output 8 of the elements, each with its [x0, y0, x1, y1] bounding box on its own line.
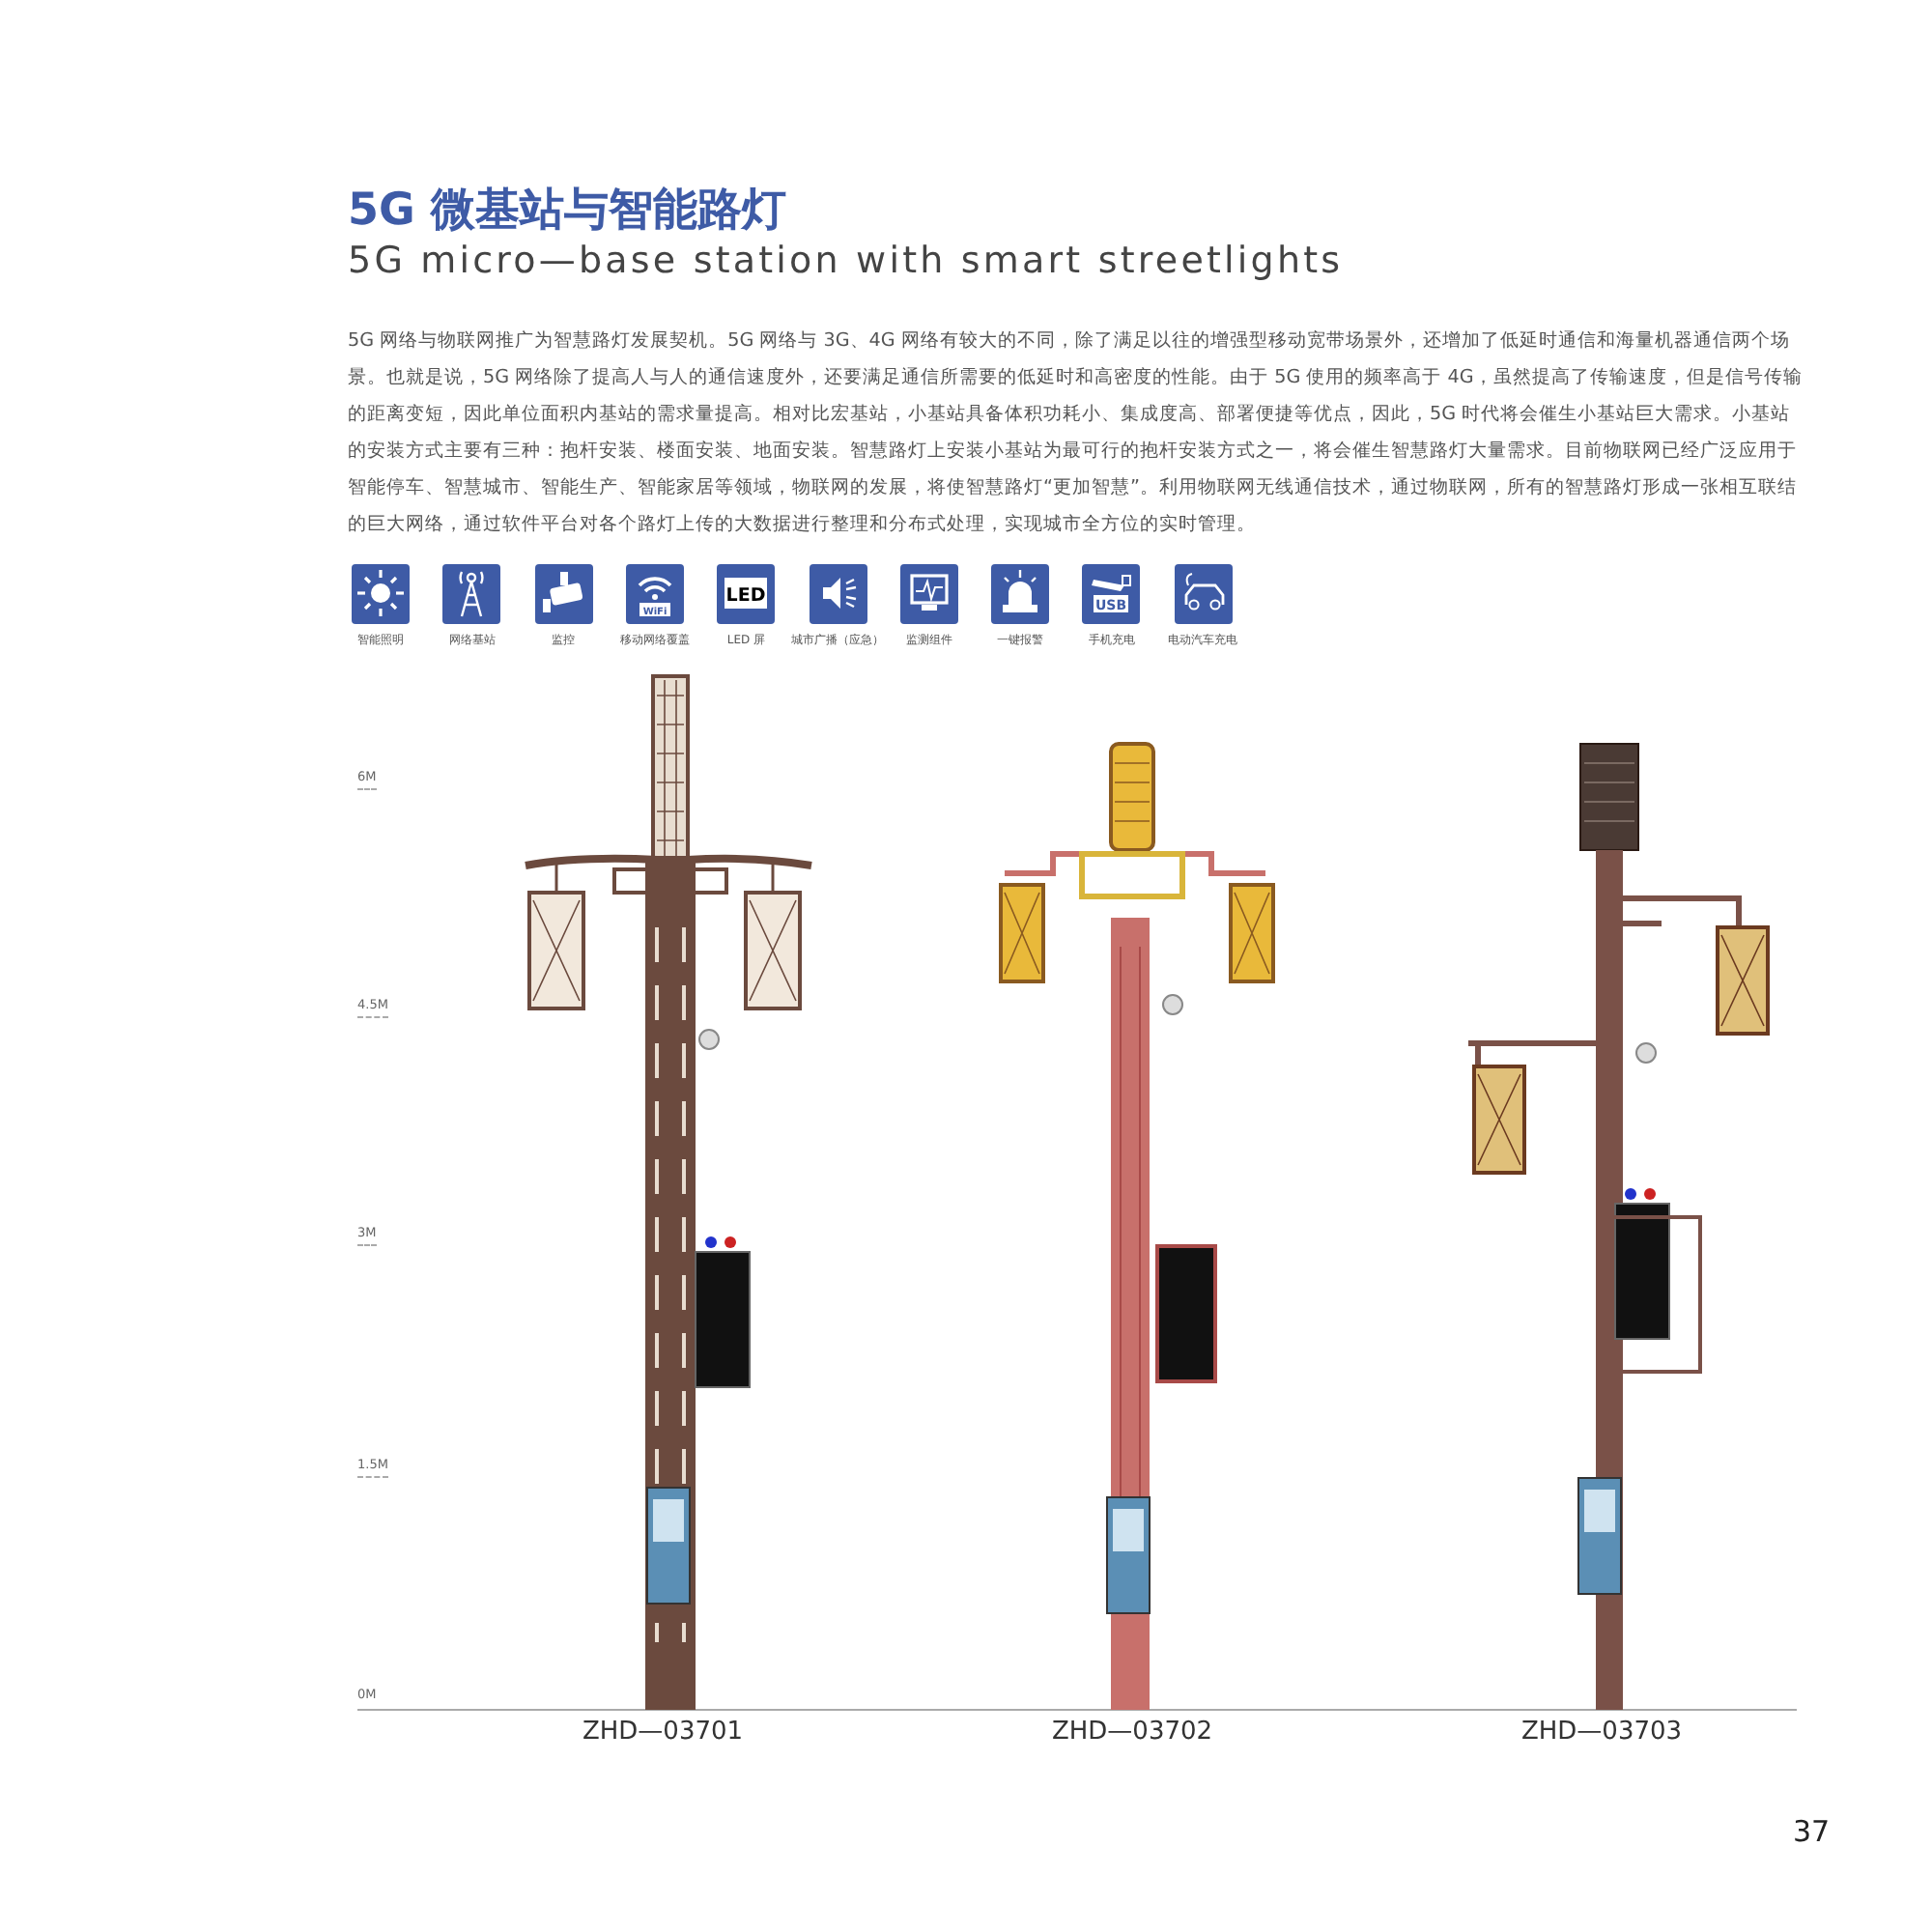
- body-paragraph: 5G 网络与物联网推广为智慧路灯发展契机。5G 网络与 3G、4G 网络有较大的不同，除了满足以往的增强型移动宽带场景外，还增加了低延时通信和海量机器通信两个场景。也就是说，5G 网络除了提高人与人的通信速度外，还要满足通信所需要的低延时和高密度的性能。由于 5G 使用的频率高于 4G，虽然提高了传输速度，但是信号传输的距离变短，因此单位面积内基站的需求量提高。相对比宏基站，小基站具备体积功耗小、集成度高、部署便捷等优点，因此，5G 时代将会催生小基站巨大需求。小基站的安装方式主要有三种：抱杆安装、楼面安装、地面安装。智慧路灯上安装小基站为最可行的抱杆安装方式之一，将会催生智慧路灯大量需求。目前物联网已经广泛应用于智能停车、智慧城市、智能生产、智能家居等领域，物联网的发展，将使智慧路灯“更加智慧”。利用物联网无线通信技术，通过物联网，所有的智慧路灯形成一张相互联结的巨大网络，通过软件平台对各个路灯上传的大数据进行整理和分布式处理，实现城市全方位的实时管理。: [348, 328, 1804, 539]
- page-number: 37: [1793, 1814, 1831, 1849]
- led-sign-icon: LED: [717, 564, 776, 624]
- model-number: ZHD—03702: [1051, 1718, 1213, 1747]
- subtitle: 5G micro—base station with smart streetlights: [348, 240, 1344, 282]
- title: 5G 微基站与智能路灯: [348, 184, 786, 240]
- model-number: ZHD—03701: [582, 1718, 744, 1747]
- model-number: ZHD—03703: [1520, 1718, 1683, 1747]
